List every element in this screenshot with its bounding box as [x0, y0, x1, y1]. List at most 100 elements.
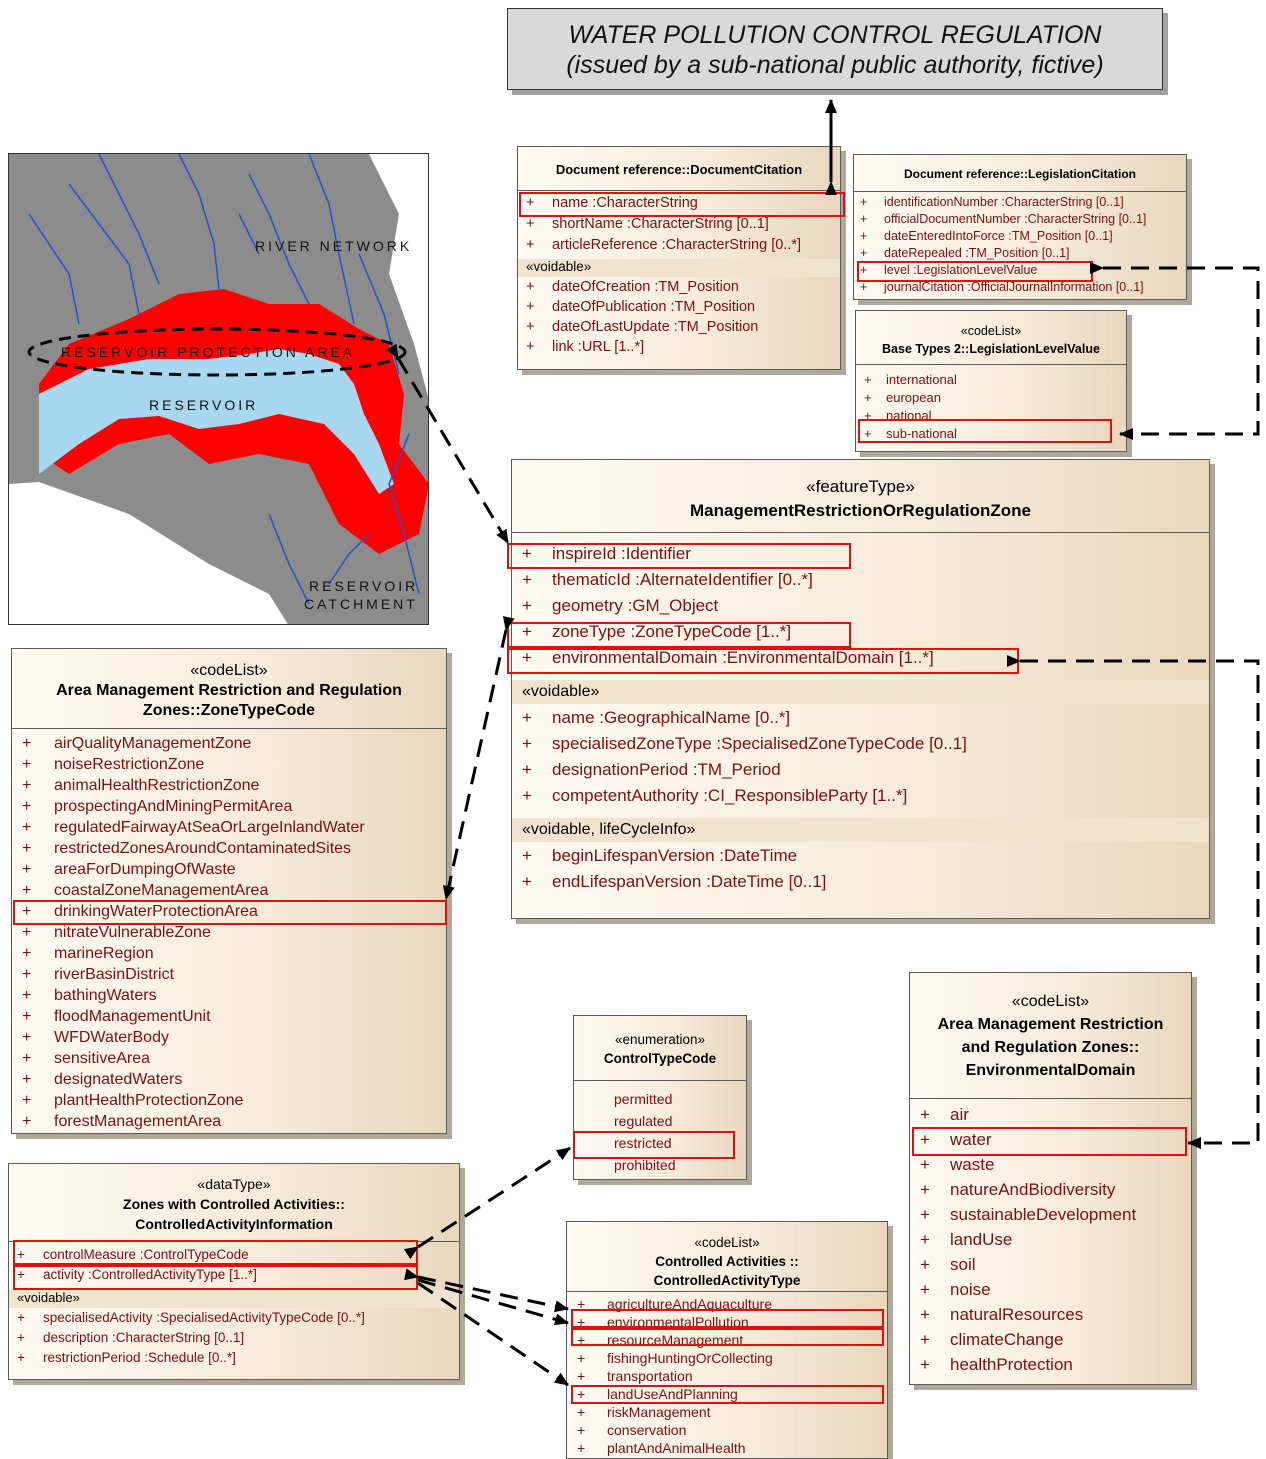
value-row: +forestManagementArea — [22, 1113, 222, 1130]
value-row: +resourceManagement — [577, 1332, 744, 1348]
value-row: regulated — [614, 1113, 673, 1129]
value-row: +riskManagement — [577, 1404, 711, 1420]
attribute-row: +officialDocumentNumber :CharacterString… — [860, 212, 1147, 226]
value-row: +designatedWaters — [22, 1071, 183, 1088]
class-name-line1: Zones with Controlled Activities:: — [123, 1196, 345, 1212]
attribute-row: +environmentalDomain :EnvironmentalDomai… — [522, 648, 934, 667]
value-row: +soil — [920, 1255, 976, 1274]
stereotype-label: «codeList» — [960, 324, 1022, 338]
map-label-catchment-2: CATCHMENT — [304, 596, 418, 612]
legislation-citation-class: Document reference::LegislationCitation … — [853, 154, 1187, 300]
attribute-row: +articleReference :CharacterString [0..*… — [526, 237, 802, 253]
value-row: +air — [920, 1105, 969, 1124]
attribute-row: +description :CharacterString [0..1] — [17, 1330, 245, 1345]
control-type-code-class: «enumeration» ControlTypeCode permitted … — [573, 1015, 747, 1180]
attribute-row: +dateOfPublication :TM_Position — [526, 299, 756, 315]
stereotype-label: «featureType» — [806, 477, 915, 496]
value-row: +drinkingWaterProtectionArea — [22, 903, 258, 920]
value-row: +noise — [920, 1280, 991, 1299]
attribute-row: +restrictionPeriod :Schedule [0..*] — [17, 1350, 236, 1365]
attribute-row: +name :CharacterString — [526, 195, 698, 211]
attribute-row: +dateOfCreation :TM_Position — [526, 279, 739, 295]
attribute-row: +dateOfLastUpdate :TM_Position — [526, 319, 759, 335]
class-name: ManagementRestrictionOrRegulationZone — [690, 501, 1031, 520]
value-row: +transportation — [577, 1368, 693, 1384]
map-label-protection-area: RESERVOIR PROTECTION AREA — [61, 344, 355, 360]
value-row: +healthProtection — [920, 1355, 1073, 1374]
value-row: +regulatedFairwayAtSeaOrLargeInlandWater — [22, 819, 365, 836]
value-row: +international — [864, 372, 957, 387]
value-row: +landUse — [920, 1230, 1013, 1249]
value-row: +sensitiveArea — [22, 1050, 151, 1067]
value-row: +nitrateVulnerableZone — [22, 924, 211, 941]
class-name-line2: ControlledActivityInformation — [135, 1216, 333, 1232]
attribute-row: +inspireId :Identifier — [522, 544, 691, 563]
class-name: ControlTypeCode — [603, 1051, 717, 1066]
attribute-row: +dateRepealed :TM_Position [0..1] — [860, 246, 1070, 260]
management-zone-class: «featureType» ManagementRestrictionOrReg… — [511, 459, 1210, 919]
value-row: +conservation — [577, 1422, 687, 1438]
value-row: restricted — [614, 1135, 672, 1151]
class-name-line3: EnvironmentalDomain — [965, 1062, 1136, 1079]
reservoir-map: RIVER NETWORK RESERVOIR PROTECTION AREA … — [8, 153, 429, 625]
value-row: +airQualityManagementZone — [22, 735, 252, 752]
class-name-line1: Controlled Activities :: — [655, 1254, 799, 1269]
value-row: +climateChange — [920, 1330, 1064, 1349]
value-row: +noiseRestrictionZone — [22, 756, 205, 773]
attribute-row: +beginLifespanVersion :DateTime — [522, 846, 798, 865]
attribute-row: +dateEnteredIntoForce :TM_Position [0..1… — [860, 229, 1113, 243]
zone-type-values: +airQualityManagementZone +noiseRestrict… — [12, 729, 446, 1134]
attribute-row: +name :GeographicalName [0..*] — [522, 708, 791, 727]
value-row: +environmentalPollution — [577, 1314, 749, 1330]
value-row: +animalHealthRestrictionZone — [22, 777, 260, 794]
value-row: +bathingWaters — [22, 987, 157, 1004]
value-row: +european — [864, 390, 941, 405]
value-row: +sustainableDevelopment — [920, 1205, 1137, 1224]
value-row: +WFDWaterBody — [22, 1029, 169, 1046]
section-label: «voidable» — [518, 259, 840, 277]
value-row: +marineRegion — [22, 945, 154, 962]
value-row: permitted — [614, 1091, 673, 1107]
zone-type-code-class: «codeList» Area Management Restriction a… — [11, 648, 447, 1134]
stereotype-label: «codeList» — [1011, 993, 1090, 1010]
attribute-row: +activity :ControlledActivityType [1..*] — [17, 1267, 257, 1282]
attribute-row: +shortName :CharacterString [0..1] — [526, 216, 769, 232]
stereotype-label: «enumeration» — [614, 1032, 706, 1047]
map-label-catchment-1: RESERVOIR — [309, 578, 418, 594]
value-row: prohibited — [614, 1157, 676, 1173]
value-row: +plantHealthProtectionZone — [22, 1092, 244, 1109]
class-name: Base Types 2::LegislationLevelValue — [882, 342, 1100, 356]
value-row: +national — [864, 408, 932, 423]
map-label-river-network: RIVER NETWORK — [255, 238, 412, 254]
map-image: RIVER NETWORK RESERVOIR PROTECTION AREA … — [9, 154, 428, 624]
section-label: «voidable, lifeCycleInfo» — [512, 818, 1209, 842]
regulation-title: WATER POLLUTION CONTROL REGULATION — [568, 21, 1102, 49]
value-row: +water — [920, 1130, 992, 1149]
document-citation-class: Document reference::DocumentCitation +na… — [517, 146, 841, 370]
attribute-row: +specialisedZoneType :SpecialisedZoneTyp… — [522, 734, 967, 753]
class-name-line2: ControlledActivityType — [653, 1273, 801, 1288]
attribute-row: +geometry :GM_Object — [522, 596, 719, 615]
attribute-row: +endLifespanVersion :DateTime [0..1] — [522, 872, 827, 891]
attribute-row: +level :LegislationLevelValue — [860, 263, 1038, 277]
legislation-level-value-class: «codeList» Base Types 2::LegislationLeve… — [855, 310, 1127, 452]
regulation-title-box: WATER POLLUTION CONTROL REGULATION (issu… — [507, 8, 1163, 90]
map-label-reservoir: RESERVOIR — [149, 397, 258, 413]
class-name-line1: Area Management Restriction — [937, 1016, 1164, 1033]
value-row: +sub-national — [864, 426, 957, 441]
attribute-row: +link :URL [1..*] — [526, 339, 645, 355]
value-row: +areaForDumpingOfWaste — [22, 861, 236, 878]
class-name-line2: Zones::ZoneTypeCode — [142, 702, 316, 719]
attribute-row: +competentAuthority :CI_ResponsibleParty… — [522, 786, 908, 805]
regulation-subtitle: (issued by a sub-national public authori… — [566, 51, 1104, 79]
attribute-row: +thematicId :AlternateIdentifier [0..*] — [522, 570, 813, 589]
connector-zonetype-drinkingwater — [442, 616, 515, 900]
controlled-activity-type-class: «codeList» Controlled Activities :: Cont… — [566, 1221, 888, 1459]
value-row: +prospectingAndMiningPermitArea — [22, 798, 293, 815]
river-lines — [28, 154, 420, 605]
value-row: +restrictedZonesAroundContaminatedSites — [22, 840, 352, 857]
stereotype-label: «dataType» — [197, 1176, 271, 1192]
class-name: Document reference::DocumentCitation — [555, 162, 803, 177]
value-row: +riverBasinDistrict — [22, 966, 175, 983]
class-name-line1: Area Management Restriction and Regulati… — [56, 682, 402, 699]
